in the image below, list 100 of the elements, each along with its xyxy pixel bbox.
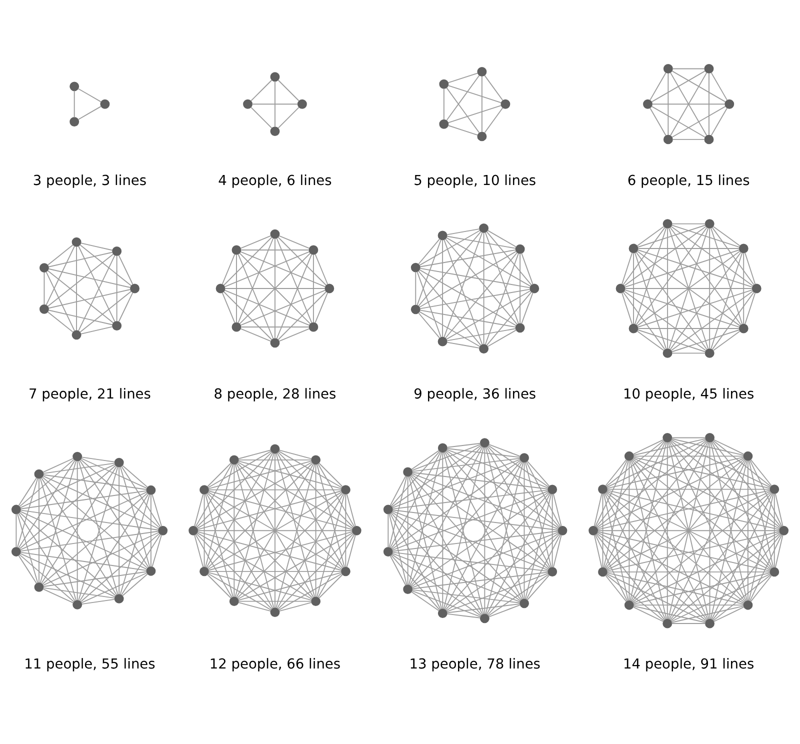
connector — [46, 270, 76, 331]
connector — [207, 462, 232, 487]
connector — [668, 72, 669, 136]
connector — [194, 493, 204, 526]
node-circle — [229, 454, 239, 464]
connector — [594, 459, 628, 527]
connector — [420, 248, 516, 267]
connector — [412, 588, 520, 603]
connector — [19, 464, 116, 549]
connector — [486, 291, 532, 346]
connector — [238, 460, 342, 489]
node-circle — [662, 618, 672, 628]
node-circle — [410, 304, 420, 314]
connector — [410, 474, 522, 600]
node-circle — [588, 525, 598, 535]
connector — [636, 226, 708, 325]
node-circle — [500, 98, 510, 108]
connector — [40, 477, 77, 600]
connector — [314, 253, 328, 284]
connector — [624, 248, 740, 288]
connector — [194, 534, 204, 568]
connector — [278, 234, 310, 248]
node-circle — [146, 566, 156, 576]
connector — [20, 551, 147, 570]
connector — [274, 80, 276, 127]
connector — [392, 489, 548, 509]
node-circle — [324, 283, 334, 293]
connector — [318, 462, 355, 527]
connector — [448, 104, 502, 123]
node-circle — [70, 116, 80, 126]
connector — [316, 463, 345, 568]
connector — [621, 252, 633, 284]
connector — [276, 237, 312, 323]
connector — [411, 449, 440, 470]
connector — [606, 456, 744, 488]
connector — [671, 438, 744, 456]
node-circle — [704, 348, 714, 358]
connector — [390, 512, 442, 610]
connector — [713, 606, 744, 622]
node-circle — [270, 338, 280, 348]
connector — [419, 310, 480, 346]
connector — [446, 572, 549, 612]
connector — [636, 251, 708, 350]
connector — [446, 448, 549, 488]
connector — [238, 601, 272, 612]
connector — [448, 84, 502, 103]
connector — [410, 460, 522, 586]
node-circle — [743, 450, 753, 460]
connector — [122, 464, 148, 488]
connector — [670, 226, 754, 286]
connector — [238, 458, 312, 460]
connector — [18, 476, 38, 506]
connector — [224, 250, 310, 287]
connector — [20, 491, 148, 550]
node-circle — [598, 566, 608, 576]
node-circle — [704, 218, 714, 228]
connector — [485, 461, 524, 614]
connector — [314, 292, 328, 323]
connector — [20, 552, 116, 597]
node-circle — [270, 72, 280, 82]
connector — [416, 238, 442, 305]
node-circle — [70, 81, 80, 91]
connector — [672, 105, 726, 138]
node-circle — [548, 484, 558, 494]
connector — [236, 462, 314, 598]
connector — [446, 236, 531, 286]
connector — [487, 445, 560, 528]
connector — [48, 309, 113, 325]
connector — [744, 292, 756, 324]
connector — [633, 252, 634, 324]
node-circle — [558, 525, 568, 535]
connector — [446, 442, 481, 448]
connector — [47, 244, 74, 266]
connector — [206, 574, 232, 598]
connector — [621, 292, 633, 324]
connector — [392, 551, 548, 572]
node-circle — [200, 484, 210, 494]
connector — [597, 457, 744, 529]
node-circle — [480, 438, 490, 448]
connector — [409, 446, 484, 586]
connector — [42, 462, 116, 474]
connector — [120, 465, 161, 527]
connector — [392, 510, 549, 570]
connector — [79, 459, 149, 568]
connector — [419, 230, 480, 266]
label: 10 people, 45 lines — [622, 386, 754, 402]
connector — [446, 74, 480, 120]
connector — [419, 250, 517, 308]
connector — [633, 456, 770, 488]
node-circle — [158, 525, 168, 535]
connector — [521, 292, 534, 324]
connector — [42, 570, 147, 586]
node-circle — [548, 566, 558, 576]
connector — [41, 476, 118, 595]
connector — [672, 222, 706, 224]
connector — [630, 459, 667, 619]
connector — [47, 253, 114, 306]
connector — [207, 462, 313, 568]
connector — [278, 328, 310, 342]
connector — [196, 451, 272, 528]
